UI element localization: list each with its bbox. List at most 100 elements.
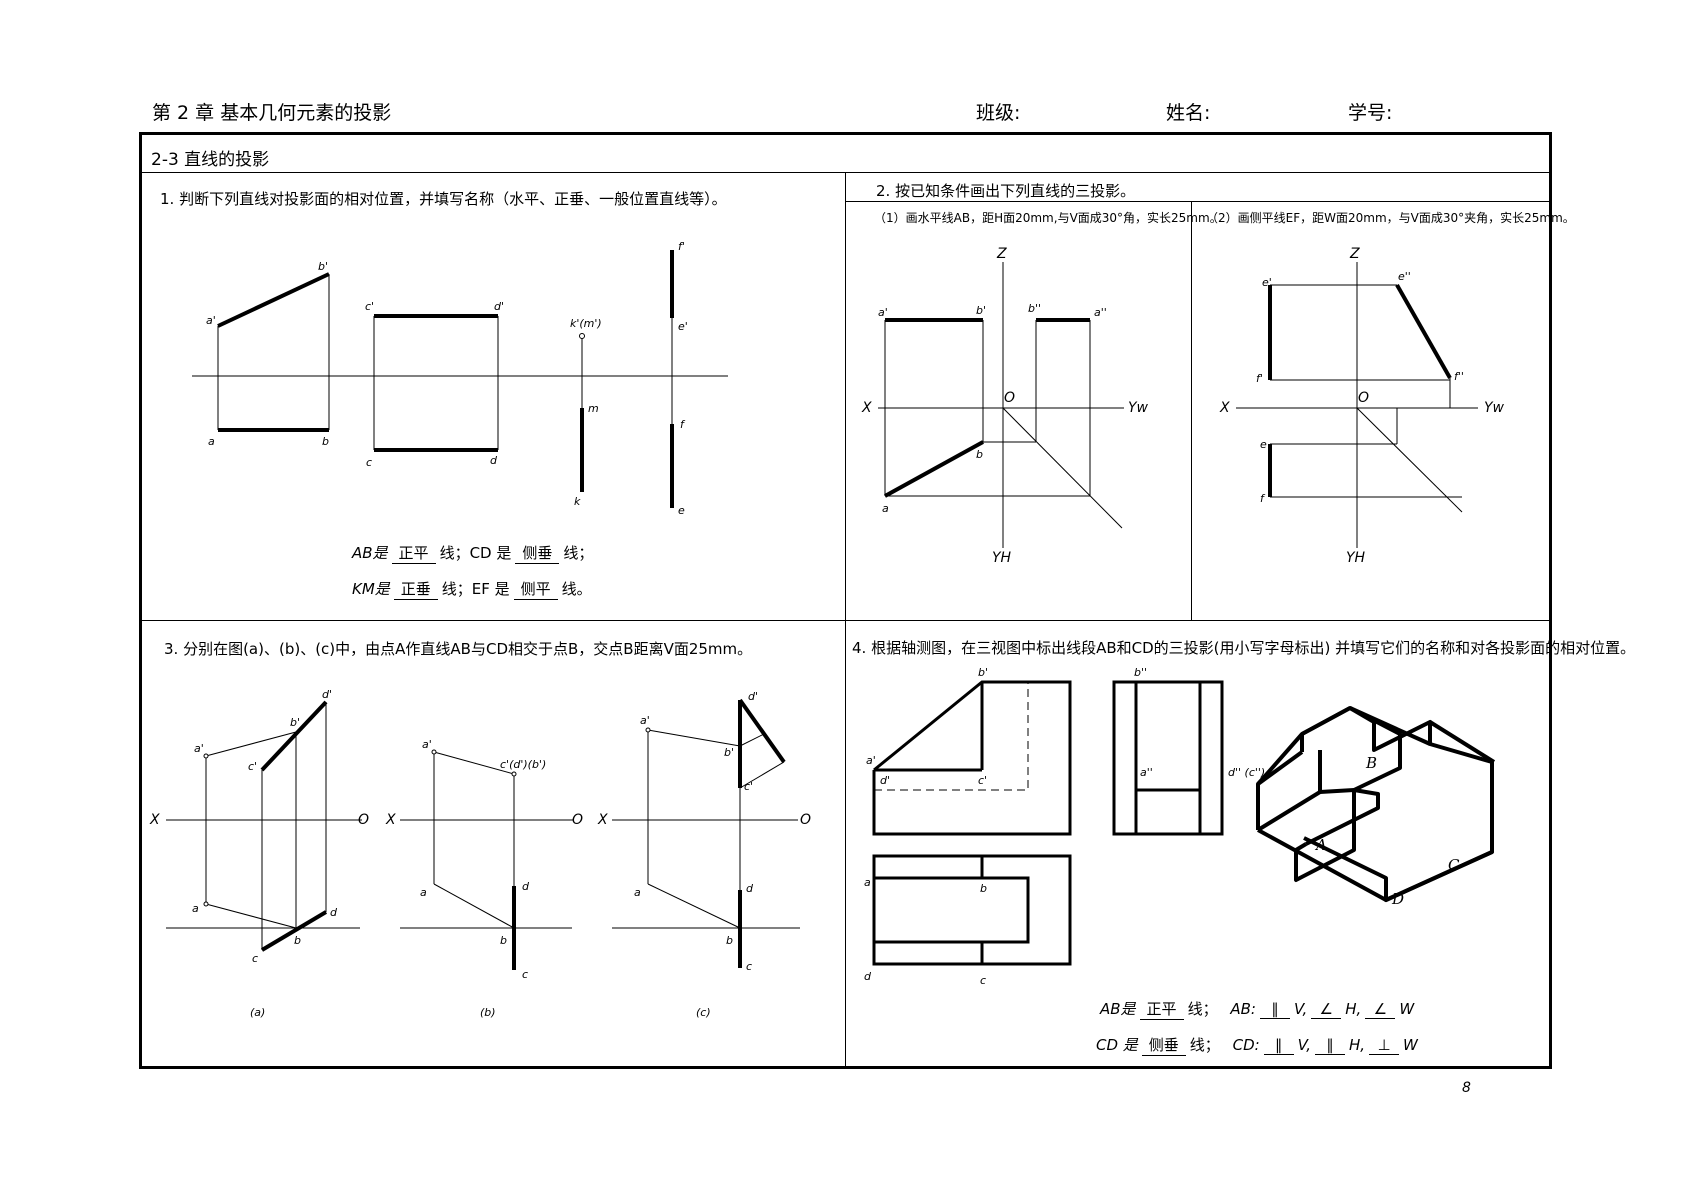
label: YH xyxy=(1346,550,1366,566)
label: e' xyxy=(678,320,688,333)
q1-drawing: a' b' a b c' d' c d k'(m') m k f' e' f e xyxy=(192,240,728,517)
label: O xyxy=(358,812,369,828)
label: c' xyxy=(365,300,374,313)
label: a'' xyxy=(1140,766,1153,779)
label: Yw xyxy=(1484,400,1505,416)
label: e xyxy=(1260,438,1267,451)
label: c xyxy=(522,968,528,981)
q4-cd-name[interactable]: 侧垂 xyxy=(1141,1034,1186,1056)
q2-sub-divider xyxy=(845,201,1552,202)
label: a xyxy=(192,902,199,915)
label: (b) xyxy=(480,1006,496,1019)
label: a xyxy=(864,876,871,889)
label: b'' xyxy=(1134,666,1147,679)
label: X xyxy=(861,400,872,416)
label: a' xyxy=(206,314,216,327)
q4-ab-name[interactable]: 正平 xyxy=(1139,998,1184,1020)
label: a' xyxy=(194,742,204,755)
q3b-labels: a' c'(d')(b') X O a d b c (b) xyxy=(385,738,583,1019)
q3c-drawing: d' a' b' c' X O a d b c (c) xyxy=(597,690,811,1019)
label: C xyxy=(1448,856,1460,874)
q4-ab-w[interactable]: ∠ xyxy=(1365,1000,1396,1019)
label: O xyxy=(800,812,811,828)
q1-answer-line2: KM是正垂线；EF 是侧平线。 xyxy=(352,578,592,600)
q1-km-answer[interactable]: 正垂 xyxy=(393,578,438,600)
label: e'' xyxy=(1398,270,1411,283)
label: d' xyxy=(880,774,890,787)
label: Z xyxy=(996,246,1007,262)
q4-front-view xyxy=(872,680,1072,836)
q2-prompt: 2. 按已知条件画出下列直线的三投影。 xyxy=(876,182,1136,200)
label: b xyxy=(726,934,733,947)
label: c' xyxy=(248,760,257,773)
q3b-drawing: a' c'(d')(b') X O a d b c (b) xyxy=(385,738,583,1019)
label: b xyxy=(500,934,507,947)
class-label: 班级: xyxy=(976,102,1021,124)
q1-cd-answer[interactable]: 侧垂 xyxy=(515,542,560,564)
label: X xyxy=(597,812,608,828)
name-label: 姓名: xyxy=(1166,102,1211,124)
q4-side-view xyxy=(1112,680,1224,836)
q4-ab-v[interactable]: ∥ xyxy=(1259,1000,1290,1019)
label: c' xyxy=(744,780,753,793)
q2-sub2: （2）画侧平线EF，距W面20mm，与V面成30°夹角，实长25mm。 xyxy=(1206,211,1575,225)
label: A xyxy=(1314,836,1327,854)
label: f' xyxy=(678,240,685,253)
label: b' xyxy=(318,260,328,273)
label: a'' xyxy=(1094,306,1107,319)
label: B xyxy=(1365,754,1377,772)
q4-cd-w[interactable]: ⊥ xyxy=(1369,1036,1400,1055)
student-id-label: 学号: xyxy=(1348,102,1393,124)
label: e xyxy=(678,504,685,517)
label: Z xyxy=(1349,246,1360,262)
label: X xyxy=(385,812,396,828)
label: b' xyxy=(978,666,988,679)
q2-sub1: （1）画水平线AB，距H面20mm,与V面成30°角，实长25mm。 xyxy=(874,211,1222,225)
label: YH xyxy=(992,550,1012,566)
label: d' xyxy=(748,690,758,703)
q4-cd-h[interactable]: ∥ xyxy=(1314,1036,1345,1055)
label: Yw xyxy=(1128,400,1149,416)
label: k'(m') xyxy=(570,317,602,330)
label: (a) xyxy=(250,1006,265,1019)
label: O xyxy=(1004,390,1015,406)
label: O xyxy=(1358,390,1369,406)
label: b' xyxy=(290,716,300,729)
label: a xyxy=(634,886,641,899)
q1-ef-answer[interactable]: 侧平 xyxy=(513,578,558,600)
label: d xyxy=(746,882,754,895)
q4-ab-h[interactable]: ∠ xyxy=(1311,1000,1342,1019)
q4-top-view xyxy=(872,854,1072,966)
label: b' xyxy=(976,304,986,317)
label: c xyxy=(746,960,752,973)
label: O xyxy=(572,812,583,828)
q2b-labels: Z e' e'' f' f'' X O Yw e f YH xyxy=(1219,246,1505,566)
label: a' xyxy=(866,754,876,767)
label: f'' xyxy=(1454,370,1464,383)
label: b'' xyxy=(1028,302,1041,315)
label: d' xyxy=(322,688,332,701)
q2-split-divider xyxy=(1191,201,1192,620)
label: a xyxy=(882,502,889,515)
q3c-labels: d' a' b' c' X O a d b c (c) xyxy=(597,690,811,1019)
label: X xyxy=(1219,400,1230,416)
label: c xyxy=(366,456,372,469)
q4-answer-ab: AB是正平线； AB:∥V,∠H,∠W xyxy=(1100,998,1415,1020)
chapter-title: 第 2 章 基本几何元素的投影 xyxy=(152,102,392,124)
page-number: 8 xyxy=(1462,1080,1471,1096)
label: d' xyxy=(494,300,504,313)
label: b xyxy=(980,882,987,895)
label: c'(d')(b') xyxy=(500,758,546,771)
label: d xyxy=(490,454,498,467)
label: d'' (c'') xyxy=(1228,766,1265,779)
section-title: 2-3 直线的投影 xyxy=(151,150,270,170)
q3a-labels: d' b' a' c' X O a d b c (a) xyxy=(149,688,369,1019)
q4-labels: b' a' d' c' b'' a'' d'' (c'') a b d c B … xyxy=(864,666,1460,987)
label: a' xyxy=(422,738,432,751)
q2a-drawing: Z a' b' b'' a'' X O Yw b a YH xyxy=(861,246,1149,566)
q1-ab-answer[interactable]: 正平 xyxy=(391,542,436,564)
q4-cd-v[interactable]: ∥ xyxy=(1263,1036,1294,1055)
label: a' xyxy=(878,306,888,319)
q3-prompt: 3. 分别在图(a)、(b)、(c)中，由点A作直线AB与CD相交于点B，交点B… xyxy=(164,640,753,658)
